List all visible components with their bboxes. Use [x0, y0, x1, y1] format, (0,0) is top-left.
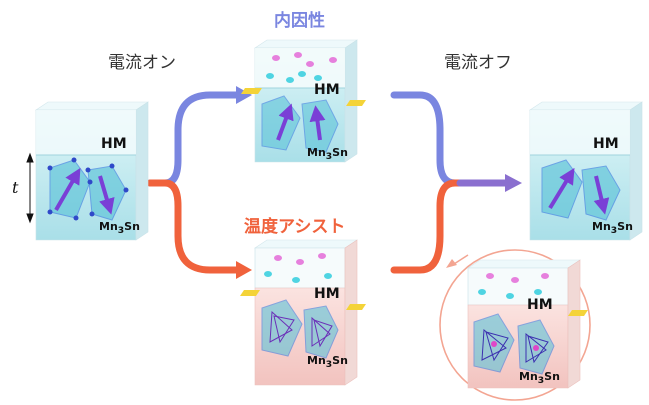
current-on-label: 電流オン: [108, 53, 176, 73]
block-intrinsic: [241, 39, 366, 163]
thermal-path-out: [390, 179, 464, 274]
intrinsic-path-out: [390, 91, 464, 187]
block-right: [529, 101, 643, 241]
thermal-arrowhead: [236, 261, 252, 279]
zoom-connector: [453, 254, 469, 265]
intrinsic-arrowhead: [236, 86, 252, 104]
block-left: [35, 101, 149, 241]
mn3sn-label-zoom: Mn3Sn: [519, 370, 560, 387]
output-arrowhead: [505, 174, 522, 192]
intrinsic-title: 内因性: [274, 11, 325, 31]
intrinsic-path-in: [146, 91, 240, 187]
block-zoom: [467, 259, 588, 389]
mn3sn-label-left: Mn3Sn: [99, 220, 140, 237]
mn3sn-label-thermal: Mn3Sn: [307, 354, 348, 371]
mn3sn-label-right: Mn3Sn: [592, 220, 633, 237]
thermal-path-in: [146, 179, 240, 274]
zoom-circle: [439, 249, 591, 401]
hm-label-left: HM: [101, 136, 127, 152]
mn3sn-label-intrinsic: Mn3Sn: [307, 146, 348, 163]
block-thermal: [240, 239, 366, 386]
zoom-connector-head: [446, 259, 457, 268]
hm-label-intrinsic: HM: [314, 82, 340, 98]
thermal-assist-title: 温度アシスト: [244, 217, 346, 237]
current-off-label: 電流オフ: [444, 53, 512, 73]
hm-label-right: HM: [593, 136, 619, 152]
thickness-marker: [26, 152, 34, 224]
hm-label-zoom: HM: [527, 297, 553, 313]
hm-label-thermal: HM: [314, 286, 340, 302]
thermal-path: [146, 179, 464, 274]
thickness-label: t: [12, 178, 19, 197]
